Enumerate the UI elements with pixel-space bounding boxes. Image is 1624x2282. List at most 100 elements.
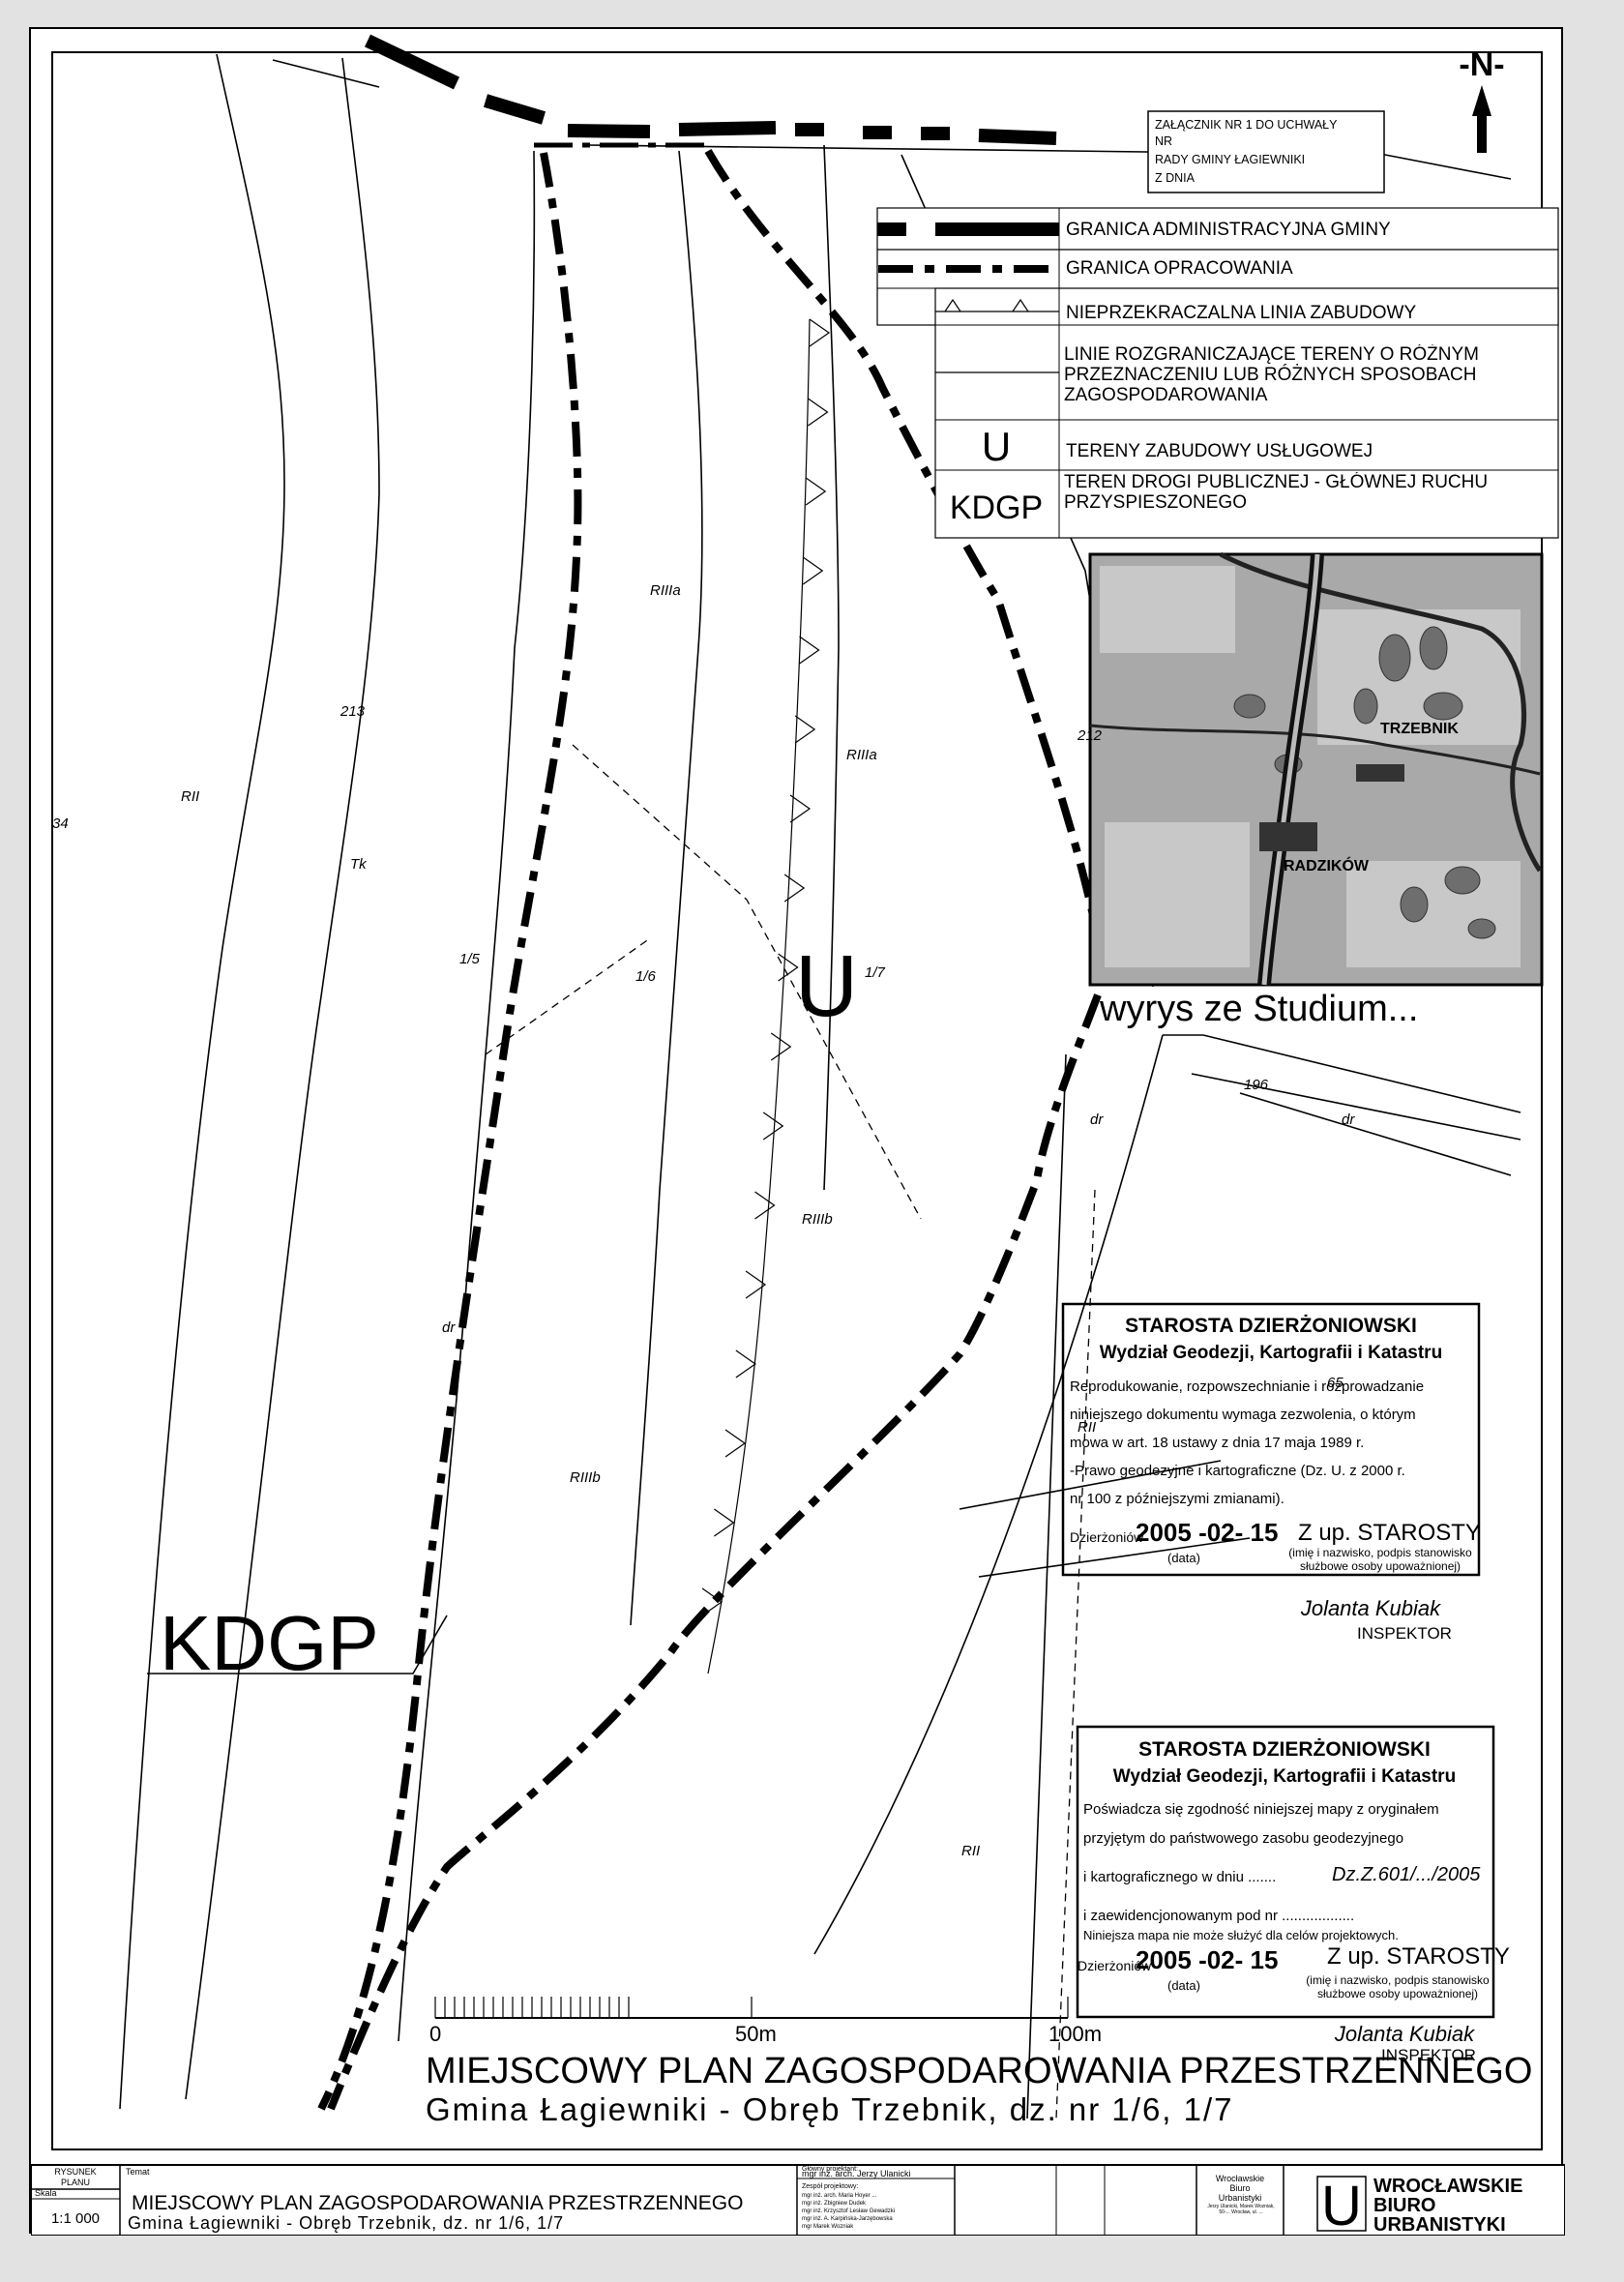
stamp1-line4: -Prawo geodezyjne i kartograficzne (Dz. … [1070,1463,1405,1479]
tb-logo-1: WROCŁAWSKIE [1373,2176,1522,2197]
building-line-triangle [754,1191,776,1220]
stamp1-title: STAROSTA DZIERŻONIOWSKI [1125,1315,1417,1337]
label-parcel-1-6: 1/6 [635,968,657,985]
label-RII-2: RII [1078,1419,1096,1436]
drawing-sheet: ZAŁĄCZNIK NR 1 DO UCHWAŁY NR RADY GMINY … [29,27,1566,2238]
tb-designer: mgr inż. arch. Jerzy Ulanicki [802,2169,911,2178]
legend-symbol-buildline [935,298,1059,312]
stamp2-dept: Wydział Geodezji, Kartografii i Katastru [1113,1766,1456,1787]
tb-office-small: Jerzy Ulanicki, Marek Wozniak, 50-... Wr… [1207,2204,1275,2215]
building-line-triangle [802,556,824,585]
legend-label-study: GRANICA OPRACOWANIA [1066,258,1293,279]
legend-label-KDGP: TEREN DROGI PUBLICZNEJ - GŁÓWNEJ RUCHU P… [1064,472,1489,513]
building-line-triangle [799,636,820,665]
building-line-triangle [808,398,829,427]
north-arrow: -N- [1459,46,1505,153]
inset-caption: wyrys ze Studium... [1099,989,1418,1029]
legend-symbol-U: U [982,424,1011,469]
stamp1-zup: Z up. STAROSTY [1298,1520,1481,1546]
scale-label-0: 0 [429,2022,441,2046]
tb-office-2: Biuro [1229,2183,1250,2193]
dashed-lines [485,744,1096,2119]
tb-logo-mark [1316,2176,1367,2232]
tb-temat: Temat [126,2167,150,2177]
tb-team-3: mgr inż. A. Karpińska-Jarzębowska [802,2216,893,2222]
label-RIIIa-1: RIIIa [650,582,681,599]
study-boundary [317,148,1109,2111]
stamp2-line5: Niniejsza mapa nie może służyć dla celów… [1083,1928,1399,1942]
stamp1-sign-caption: (imię i nazwisko, podpis stanowisko służ… [1288,1546,1472,1573]
building-line-triangle [762,1111,784,1141]
stamp2-handwritten: Dz.Z.601/.../2005 [1332,1864,1481,1885]
tb-team-4: mgr Marek Wozniak [802,2224,854,2230]
building-line-path [707,318,811,1674]
label-213: 213 [340,703,366,720]
building-line-triangle [805,477,827,506]
building-line-triangle [745,1270,767,1299]
tb-logo-3: URBANISTYKI [1373,2214,1506,2236]
label-212: 212 [1077,727,1103,744]
stamp2-title: STAROSTA DZIERŻONIOWSKI [1138,1738,1431,1761]
stamp2-date: 2005 -02- 15 [1136,1945,1278,1974]
label-dr-3: dr [442,1319,456,1336]
label-RII-1: RII [181,788,199,805]
stamp1-place: Dzierżoniów [1070,1529,1144,1545]
tb-office-1: Wrocławskie [1216,2174,1264,2183]
building-line-triangle [770,1032,792,1061]
attachment-line1: ZAŁĄCZNIK NR 1 DO UCHWAŁY [1155,118,1338,132]
plan-title: MIEJSCOWY PLAN ZAGOSPODAROWANIA PRZESTRZ… [426,2051,1532,2091]
scale-bar: 0 50m 100m [429,1997,1102,2046]
attachment-box: ZAŁĄCZNIK NR 1 DO UCHWAŁY NR RADY GMINY … [1147,110,1385,193]
label-Tk: Tk [350,856,368,873]
tb-team-0: mgr inż. arch. Maria Hoyer ... [802,2193,877,2199]
tb-rysunek-1: RYSUNEK [54,2167,96,2177]
stamp1-date: 2005 -02- 15 [1136,1518,1278,1547]
north-arrow-icon [1472,85,1491,153]
scale-label-100: 100m [1048,2022,1102,2046]
label-65: 65 [1327,1375,1343,1391]
tb-subtitle: Gmina Łagiewniki - Obręb Trzebnik, dz. n… [128,2213,564,2233]
legend-label-U: TERENY ZABUDOWY USŁUGOWEJ [1066,441,1373,461]
tb-title: MIEJSCOWY PLAN ZAGOSPODAROWANIA PRZESTRZ… [132,2192,743,2214]
legend-label-divide: LINIE ROZGRANICZAJĄCE TERENY O RÓŻNYM PR… [1064,344,1479,405]
label-34: 34 [52,815,69,832]
building-line-triangle [778,953,799,982]
stamp1-date-caption: (data) [1167,1551,1200,1565]
stamp1-signature: Jolanta Kubiak [1300,1596,1441,1620]
stamp2-zup: Z up. STAROSTY [1327,1943,1510,1970]
zone-label-KDGP: KDGP [160,1600,379,1686]
label-parcel-1-7: 1/7 [865,964,886,981]
stamp1-line3: mowa w art. 18 ustawy z dnia 17 maja 198… [1070,1435,1364,1451]
building-line-triangle [724,1429,747,1458]
stamp2-line1: Poświadcza się zgodność niniejszej mapy … [1083,1801,1439,1818]
tb-skala: Skala [35,2188,57,2198]
plan-subtitle: Gmina Łagiewniki - Obręb Trzebnik, dz. n… [426,2091,1234,2127]
tb-team-head: Zespół projektowy: [802,2183,858,2190]
zone-label-U: U [795,938,858,1035]
stamp1-line2: niniejszego dokumentu wymaga zezwolenia,… [1070,1407,1416,1423]
studium-inset: TRZEBNIK RADZIKÓW wyrys ze Studium... [1088,551,1544,1029]
label-dr-1: dr [1090,1111,1104,1128]
stamp-certification: STAROSTA DZIERŻONIOWSKI Wydział Geodezji… [1076,1725,1510,2064]
stamp2-place: Dzierżoniów [1078,1958,1152,1973]
stamp2-line3: i kartograficznego w dniu ....... [1083,1869,1276,1885]
building-line-triangle [735,1349,756,1378]
map-frame [51,51,1543,2150]
building-line-triangle [783,874,806,903]
stamp2-sign-caption: (imię i nazwisko, podpis stanowisko służ… [1306,1973,1490,2000]
plan-map: ZAŁĄCZNIK NR 1 DO UCHWAŁY NR RADY GMINY … [30,34,1566,2238]
stamp2-line2: przyjętym do państwowego zasobu geodezyj… [1083,1830,1403,1847]
label-parcel-1-5: 1/5 [459,951,481,967]
label-RIIIb-2: RIIIb [570,1469,601,1486]
stamp1-dept: Wydział Geodezji, Kartografii i Katastru [1100,1343,1442,1363]
legend-label-buildline: NIEPRZEKRACZALNA LINIA ZABUDOWY [1066,303,1416,323]
building-line-triangle [714,1508,735,1537]
admin-boundary [364,34,1057,148]
legend-label-admin: GRANICA ADMINISTRACYJNA GMINY [1066,220,1391,240]
legend: U KDGP GRANICA ADMINISTRACYJNA GMINY GRA… [876,207,1559,539]
legend-symbol-KDGP: KDGP [950,489,1043,526]
label-dr-2: dr [1342,1111,1355,1128]
map-labels: RIIIa RIIIa RIIIb RIIIb RII RII RII 213 … [52,582,1355,1859]
tb-team-2: mgr inż. Krzysztof Lesław Gewadzki [802,2208,895,2214]
label-196: 196 [1244,1077,1269,1093]
